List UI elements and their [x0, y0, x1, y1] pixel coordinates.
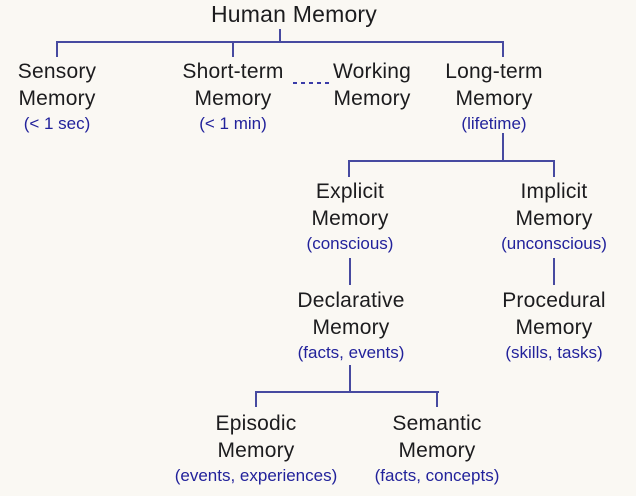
node-explicit-label-line2: Memory	[311, 207, 389, 230]
node-implicit-label-line2: Memory	[515, 207, 593, 230]
node-longterm-label-line1: Long-term	[445, 60, 543, 83]
node-shortterm-note: (< 1 min)	[199, 114, 267, 133]
node-sensory-note: (< 1 sec)	[23, 114, 91, 133]
node-semantic-label-line2: Memory	[398, 439, 476, 462]
edge-stub-sensory	[56, 41, 58, 57]
edge-stub-implicit	[553, 160, 555, 177]
node-procedural-label-line1: Procedural	[502, 289, 606, 312]
edge-explicit-declarative	[349, 258, 351, 285]
node-episodic-label-line1: Episodic	[215, 412, 297, 435]
edge-longterm-vertical	[502, 133, 504, 162]
edge-stub-semantic	[436, 391, 438, 407]
node-semantic-note: (facts, concepts)	[374, 466, 500, 485]
node-explicit-memory: Explicit Memory (conscious)	[307, 178, 394, 254]
node-working-label-line2: Memory	[333, 87, 411, 110]
node-declarative-label-line1: Declarative	[297, 289, 405, 312]
node-semantic-label-line1: Semantic	[392, 412, 482, 435]
node-procedural-memory: Procedural Memory (skills, tasks)	[502, 287, 606, 363]
node-shortterm-memory: Short-term Memory (< 1 min)	[182, 58, 283, 134]
node-episodic-memory: Episodic Memory (events, experiences)	[175, 410, 338, 486]
node-longterm-label-line2: Memory	[455, 87, 533, 110]
edge-stub-episodic	[255, 391, 257, 407]
edge-top-horizontal	[56, 41, 504, 43]
node-declarative-memory: Declarative Memory (facts, events)	[297, 287, 404, 363]
node-episodic-label-line2: Memory	[217, 439, 295, 462]
edge-shortterm-working-dashed	[293, 82, 331, 84]
node-longterm-note: (lifetime)	[461, 114, 527, 133]
node-implicit-note: (unconscious)	[501, 234, 607, 253]
node-working-memory: Working Memory	[333, 58, 411, 112]
node-semantic-memory: Semantic Memory (facts, concepts)	[375, 410, 500, 486]
node-procedural-label-line2: Memory	[515, 316, 593, 339]
edge-stub-longterm	[502, 41, 504, 57]
node-episodic-note: (events, experiences)	[174, 466, 338, 485]
node-implicit-label-line1: Implicit	[520, 180, 588, 203]
node-shortterm-label-line2: Memory	[194, 87, 272, 110]
node-human-memory-label: Human Memory	[211, 1, 377, 27]
node-human-memory: Human Memory	[211, 0, 377, 28]
node-sensory-label-line1: Sensory	[17, 60, 97, 83]
node-shortterm-label-line1: Short-term	[182, 60, 284, 83]
node-procedural-note: (skills, tasks)	[505, 343, 603, 362]
edge-stub-shortterm	[232, 41, 234, 57]
edge-human-vertical	[279, 29, 281, 43]
edge-mid-horizontal	[348, 160, 555, 162]
node-sensory-memory: Sensory Memory (< 1 sec)	[18, 58, 96, 134]
node-implicit-memory: Implicit Memory (unconscious)	[501, 178, 607, 254]
node-sensory-label-line2: Memory	[18, 87, 96, 110]
node-working-label-line1: Working	[332, 60, 412, 83]
edge-stub-explicit	[348, 160, 350, 177]
edge-bottom-horizontal	[255, 391, 439, 393]
edge-implicit-procedural	[553, 258, 555, 285]
node-declarative-label-line2: Memory	[312, 316, 390, 339]
node-declarative-note: (facts, events)	[297, 343, 405, 362]
edge-declarative-vertical	[349, 365, 351, 393]
node-longterm-memory: Long-term Memory (lifetime)	[445, 58, 543, 134]
node-explicit-note: (conscious)	[306, 234, 394, 253]
node-explicit-label-line1: Explicit	[315, 180, 385, 203]
